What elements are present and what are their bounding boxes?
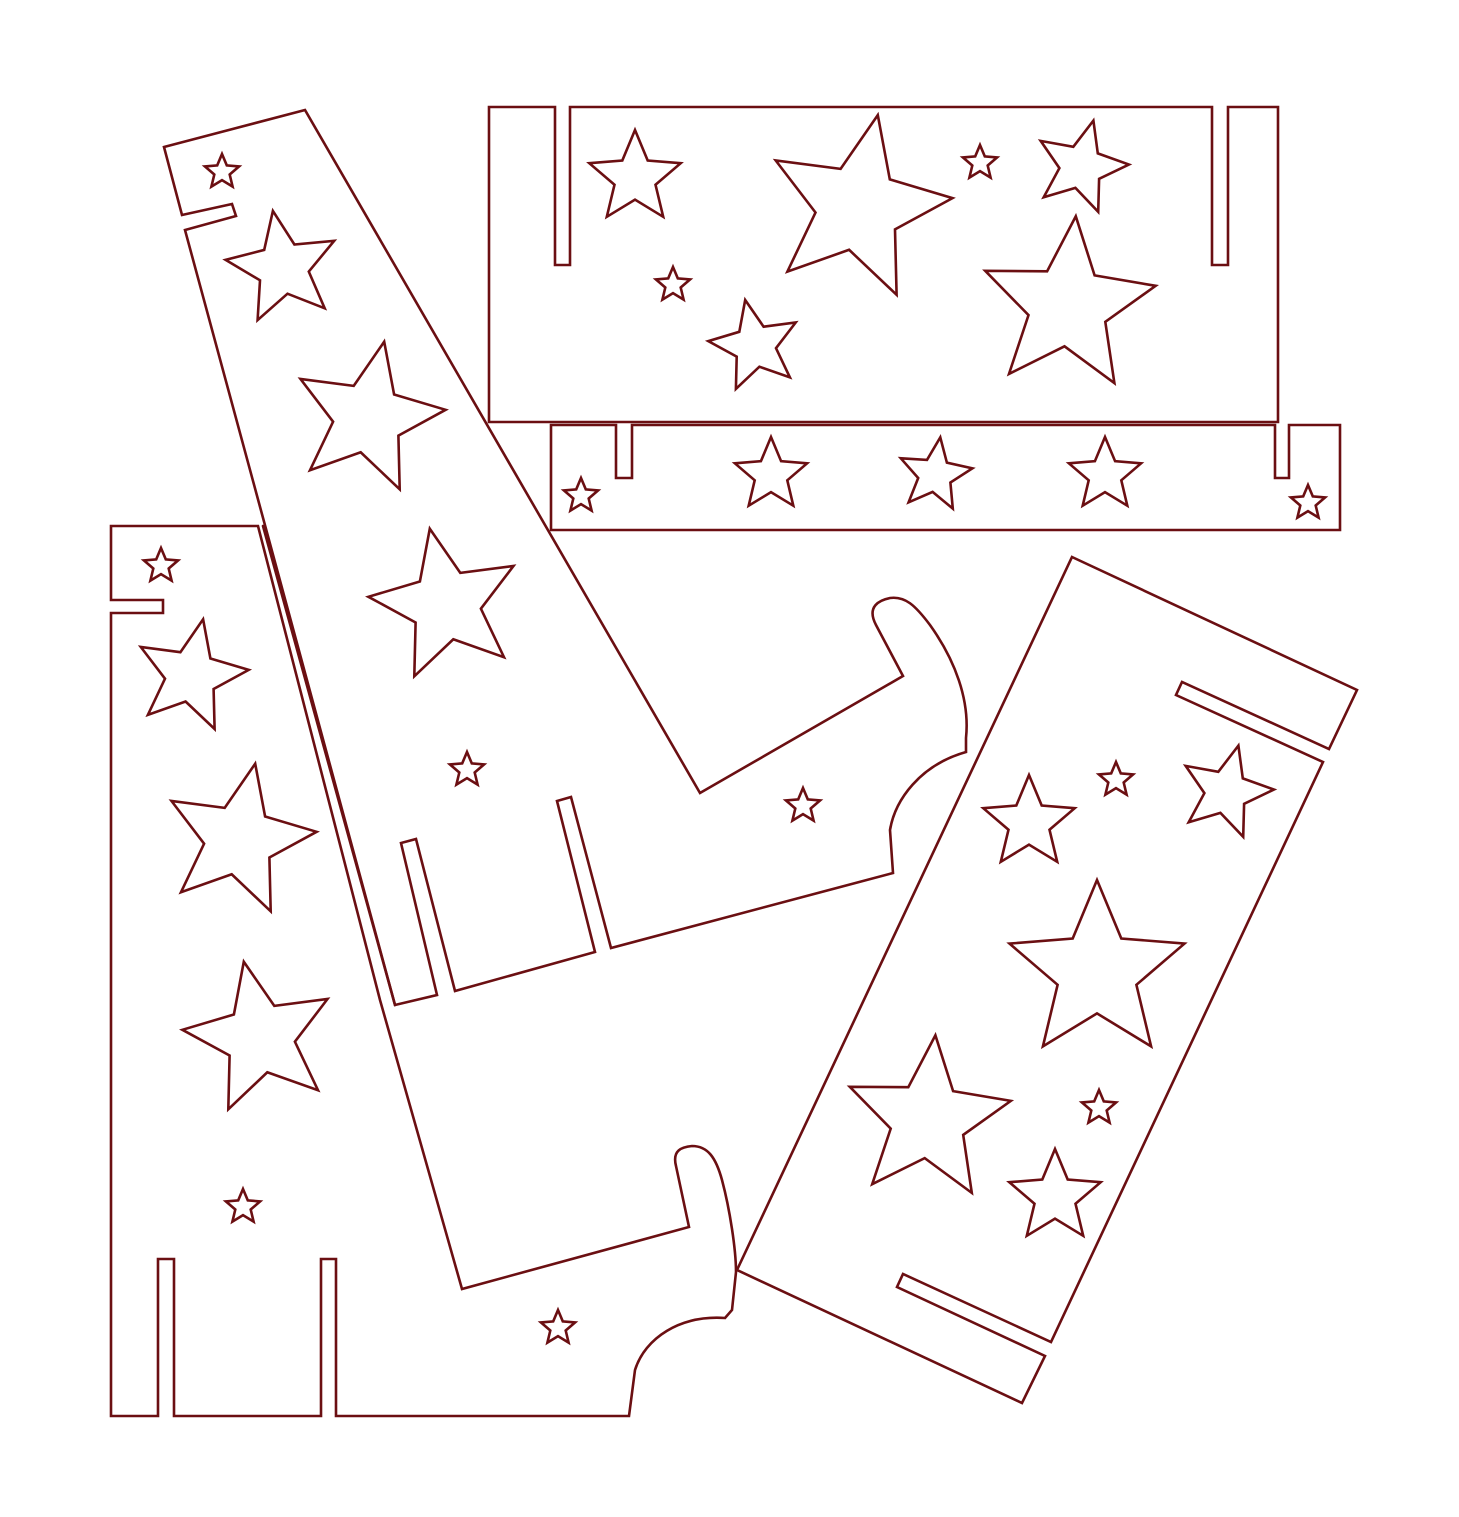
star-cutout-18	[782, 784, 824, 824]
star-cutout-11	[1065, 433, 1145, 509]
star-cutouts	[137, 111, 1329, 1346]
left-side-panel-outline	[109, 524, 738, 1418]
star-cutout-17	[446, 748, 488, 788]
star-cutout-3	[959, 141, 1001, 181]
right-side-panel-outline	[162, 108, 968, 1007]
star-cutout-5	[652, 263, 694, 303]
star-cutout-29	[1078, 1086, 1120, 1126]
star-cutout-6	[704, 296, 799, 392]
star-cutout-2	[772, 111, 956, 298]
star-cutout-31	[1006, 1145, 1104, 1239]
star-cutout-19	[140, 544, 182, 584]
star-cutout-15	[297, 338, 449, 493]
star-cutout-26	[1095, 758, 1137, 798]
star-cutout-21	[168, 760, 320, 915]
star-cutout-23	[222, 1185, 264, 1225]
part-outlines	[109, 105, 1359, 1418]
star-cutout-1	[586, 126, 684, 220]
star-cutout-10	[897, 434, 976, 512]
back-panel-outline	[487, 105, 1280, 424]
bottom-panel-outline	[549, 423, 1342, 532]
star-cutout-28	[1006, 876, 1188, 1050]
left-side-panel-inner-edge	[261, 524, 397, 1007]
star-cutout-14	[222, 207, 338, 324]
star-cutout-16	[365, 525, 517, 680]
star-cutout-8	[560, 474, 602, 514]
star-cutout-24	[537, 1306, 579, 1346]
star-cutout-22	[179, 958, 331, 1113]
star-cutout-27	[1182, 742, 1278, 840]
star-cutout-13	[201, 150, 243, 190]
star-cutout-9	[731, 433, 811, 509]
star-cutout-4	[1037, 117, 1133, 215]
star-cutout-7	[982, 212, 1159, 387]
star-cutout-25	[980, 771, 1078, 865]
star-cutout-20	[137, 615, 253, 733]
star-cutout-30	[846, 1031, 1015, 1196]
front-panel-outline	[735, 555, 1359, 1405]
star-cutout-12	[1287, 481, 1329, 521]
